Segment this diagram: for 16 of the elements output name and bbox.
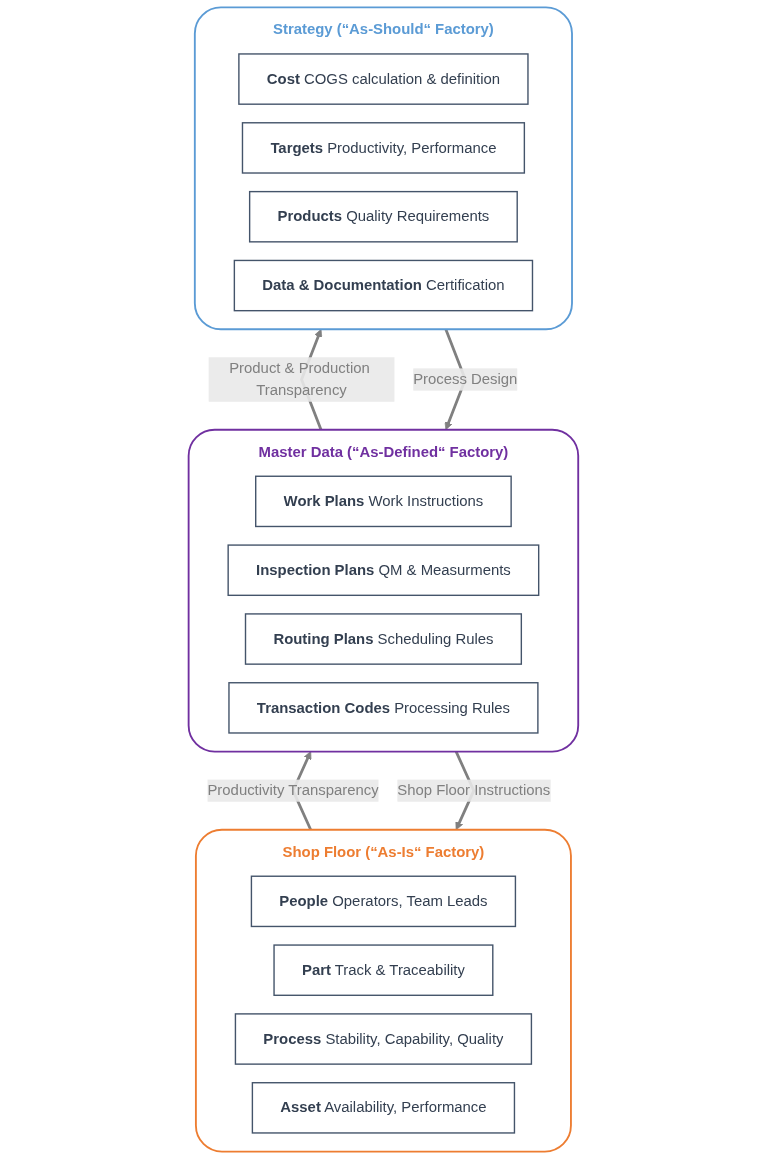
node-box: Cost COGS calculation & definition (237, 53, 529, 105)
edge-label: Process Design (412, 371, 517, 387)
node-box: Data & Documentation Certification (233, 259, 533, 312)
node-box: Products Quality Requirements (248, 190, 518, 243)
node-box: Transaction Codes Processing Rules (227, 682, 539, 734)
edge-label: Productivity Transparency (207, 782, 379, 799)
edge-label: Shop Floor Instructions (396, 782, 550, 799)
node-box: Asset Availability, Performance (251, 1082, 515, 1134)
node-box: Process Stability, Capability, Quality (234, 1013, 532, 1065)
node-box: Inspection Plans QM & Measurments (227, 544, 539, 596)
node-box: People Operators, Team Leads (250, 875, 516, 928)
edge-label: Product & Production Transparency (228, 359, 370, 399)
node-box: Part Track & Traceability (272, 944, 494, 996)
node-box: Work Plans Work Instructions (254, 475, 512, 528)
node-box: Targets Productivity, Performance (241, 122, 525, 174)
node-box: Routing Plans Scheduling Rules (244, 613, 522, 665)
